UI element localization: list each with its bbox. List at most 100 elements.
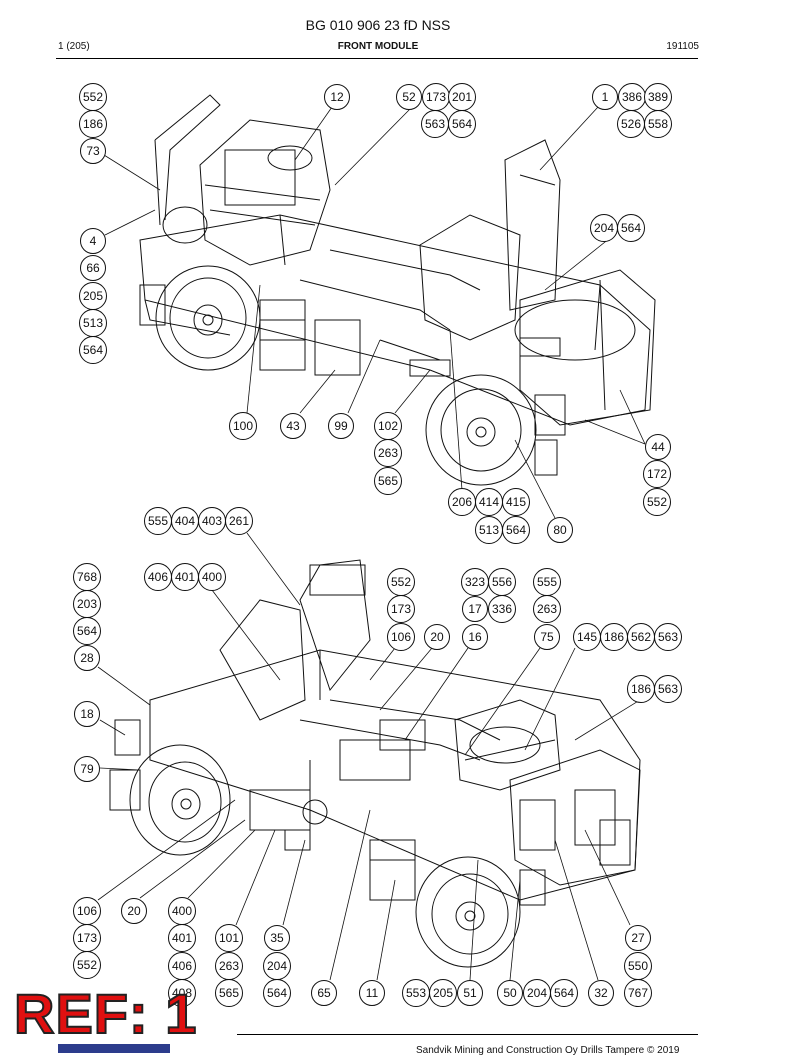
callout-number: 408 — [172, 986, 192, 1000]
callout-number: 73 — [86, 144, 100, 158]
callout-number: 173 — [426, 90, 446, 104]
callout-number: 102 — [378, 419, 398, 433]
callout-bubble: 415 — [502, 488, 530, 516]
header-divider — [56, 58, 698, 59]
callout-number: 323 — [465, 575, 485, 589]
callout-number: 386 — [622, 90, 642, 104]
callout-bubble: 27 — [625, 925, 651, 951]
callout-circle — [592, 84, 618, 110]
callout-circle — [396, 84, 422, 110]
callout-circle — [73, 617, 101, 645]
callout-circle — [225, 507, 253, 535]
footer-copyright: Sandvik Mining and Construction Oy Drill… — [416, 1045, 680, 1056]
callout-circle — [547, 517, 573, 543]
callout-bubble: 12 — [324, 84, 350, 110]
callout-circle — [198, 563, 226, 591]
callout-number: 43 — [286, 419, 300, 433]
callout-number: 563 — [658, 630, 678, 644]
callout-circle — [121, 898, 147, 924]
callout-bubble: 389 — [644, 83, 672, 111]
callout-circle — [654, 623, 682, 651]
callout-bubble: 172 — [643, 460, 671, 488]
callout-circle — [643, 460, 671, 488]
callout-number: 564 — [83, 343, 103, 357]
callout-bubble: 186 — [600, 623, 628, 651]
callout-number: 552 — [77, 958, 97, 972]
callout-number: 401 — [172, 931, 192, 945]
callout-number: 51 — [463, 986, 477, 1000]
callout-bubble: 562 — [627, 623, 655, 651]
callout-circle — [625, 925, 651, 951]
callout-bubble: 65 — [311, 980, 337, 1006]
callout-number: 66 — [86, 261, 100, 275]
callout-circle — [462, 624, 488, 650]
callout-number: 526 — [621, 117, 641, 131]
callout-bubble: 563 — [654, 623, 682, 651]
callout-number: 563 — [658, 682, 678, 696]
callout-number: 79 — [80, 762, 94, 776]
callout-circle — [263, 979, 291, 1007]
callout-circle — [502, 516, 530, 544]
callout-bubble: 32 — [588, 980, 614, 1006]
callout-number: 106 — [391, 630, 411, 644]
callout-bubble: 555 — [144, 507, 172, 535]
callout-number: 186 — [604, 630, 624, 644]
callout-circle — [533, 595, 561, 623]
callout-bubble: 106 — [73, 897, 101, 925]
callout-circle — [74, 756, 100, 782]
callout-number: 564 — [506, 523, 526, 537]
callout-circle — [644, 110, 672, 138]
callout-circle — [424, 624, 450, 650]
callout-number: 12 — [330, 90, 344, 104]
callout-circle — [550, 979, 578, 1007]
callout-bubble: 564 — [617, 214, 645, 242]
section-title: FRONT MODULE — [337, 41, 419, 52]
callout-circle — [229, 412, 257, 440]
callout-circle — [311, 980, 337, 1006]
callout-number: 186 — [83, 117, 103, 131]
callout-circle — [215, 979, 243, 1007]
callout-circle — [80, 255, 106, 281]
callout-number: 11 — [366, 986, 379, 1000]
callout-number: 336 — [492, 602, 512, 616]
callout-number: 768 — [77, 570, 97, 584]
callout-bubble: 558 — [644, 110, 672, 138]
callout-circle — [73, 951, 101, 979]
callout-bubble: 400 — [198, 563, 226, 591]
callout-number: 556 — [492, 575, 512, 589]
callout-number: 204 — [527, 986, 547, 1000]
callout-bubble: 205 — [79, 282, 107, 310]
callout-bubble: 102 — [374, 412, 402, 440]
callout-number: 44 — [651, 440, 665, 454]
callout-bubble: 203 — [73, 590, 101, 618]
callout-number: 52 — [402, 90, 416, 104]
callout-number: 564 — [452, 117, 472, 131]
callout-number: 101 — [219, 931, 239, 945]
callout-number: 205 — [433, 986, 453, 1000]
callout-number: 65 — [317, 986, 331, 1000]
callout-bubble: 408 — [168, 979, 196, 1007]
callout-number: 403 — [202, 514, 222, 528]
callout-bubble: 406 — [168, 952, 196, 980]
callout-bubble: 173 — [73, 924, 101, 952]
callout-circle — [79, 336, 107, 364]
page-number: 1 (205) — [58, 41, 90, 52]
callout-circle — [74, 701, 100, 727]
footer-divider — [237, 1034, 698, 1035]
callout-number: 414 — [479, 495, 499, 509]
callout-circle — [324, 84, 350, 110]
callout-bubble: 73 — [80, 138, 106, 164]
callout-bubble: 173 — [422, 83, 450, 111]
callout-number: 35 — [270, 931, 284, 945]
callout-number: 173 — [391, 602, 411, 616]
callout-bubble: 50 — [497, 980, 523, 1006]
callout-number: 406 — [148, 570, 168, 584]
callout-bubble: 564 — [79, 336, 107, 364]
callout-bubble: 28 — [74, 645, 100, 671]
callout-bubble: 552 — [643, 488, 671, 516]
callout-number: 261 — [229, 514, 249, 528]
callout-bubble: 20 — [424, 624, 450, 650]
callout-circle — [488, 595, 516, 623]
callout-number: 562 — [631, 630, 651, 644]
callout-number: 263 — [378, 446, 398, 460]
